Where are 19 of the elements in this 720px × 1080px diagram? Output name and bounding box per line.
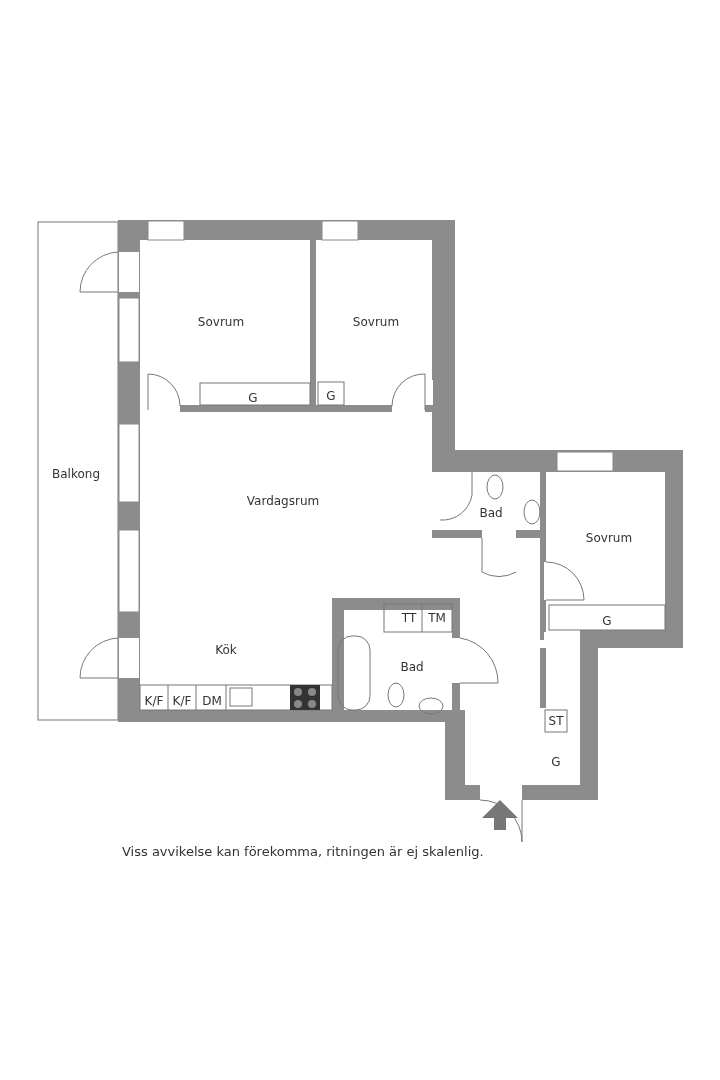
appliance-label: K/F — [172, 695, 192, 707]
room-label: Bad — [400, 661, 424, 673]
room-label: Sovrum — [197, 316, 245, 328]
room-label: Kök — [215, 644, 237, 656]
room-label: Vardagsrum — [246, 495, 320, 507]
room-label: Sovrum — [585, 532, 633, 544]
closet-label: G — [326, 390, 336, 402]
appliance-label: DM — [202, 695, 222, 707]
appliance-label: ST — [548, 715, 564, 727]
appliance-label: TT — [401, 612, 417, 624]
appliance-label: K/F — [144, 695, 164, 707]
room-label: Balkong — [52, 468, 100, 480]
closet-label: G — [248, 392, 258, 404]
closet-label: G — [551, 756, 561, 768]
appliance-label: TM — [428, 612, 446, 624]
disclaimer-caption: Viss avvikelse kan förekomma, ritningen är ej skalenlig. — [122, 844, 484, 859]
room-label: Sovrum — [352, 316, 400, 328]
room-label: Bad — [479, 507, 503, 519]
closet-label: G — [602, 615, 612, 627]
